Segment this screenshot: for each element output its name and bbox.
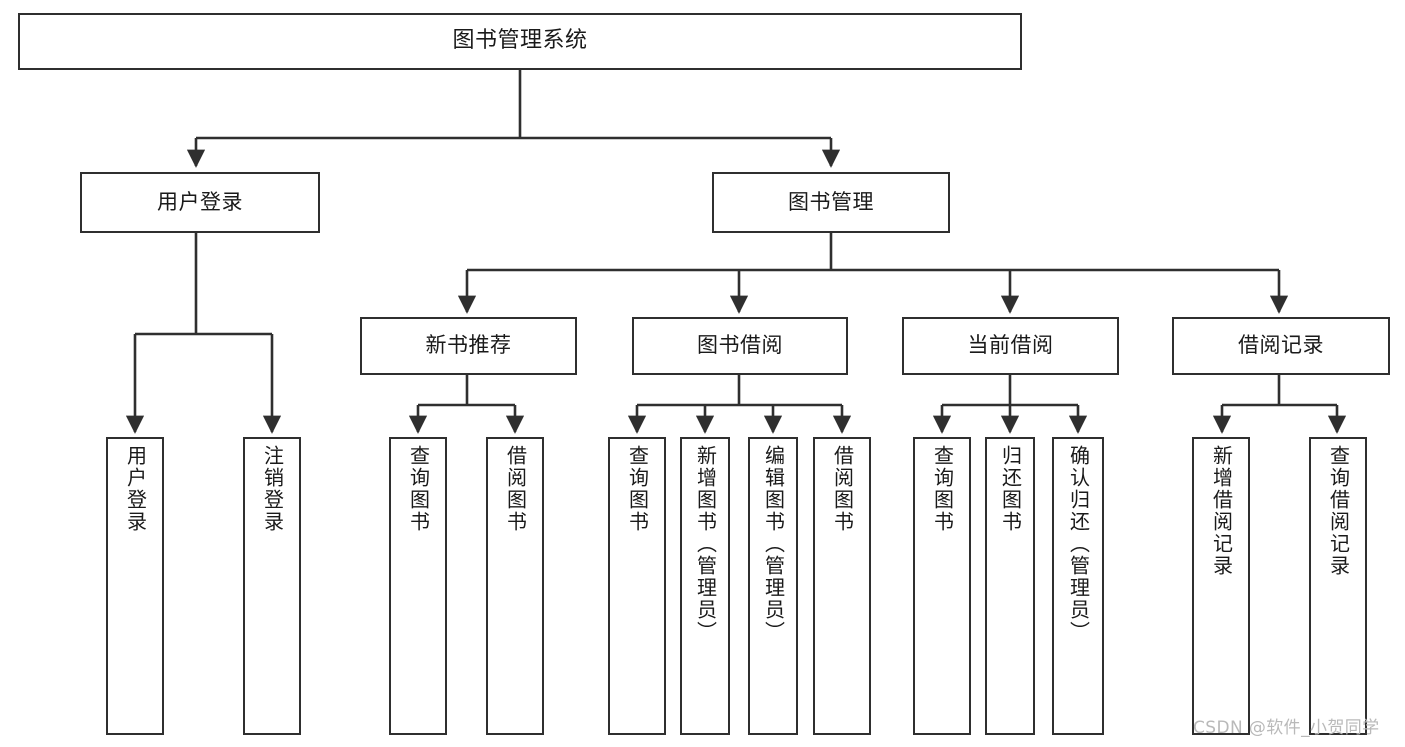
leaf-user-logout[interactable]: 注销登录 xyxy=(243,437,301,735)
node-user-login[interactable]: 用户登录 xyxy=(80,172,320,233)
leaf-borrow-add-book[interactable]: 新增图书（管理员） xyxy=(680,437,730,735)
node-label: 注销登录 xyxy=(260,445,285,533)
node-label: 图书借阅 xyxy=(697,333,783,358)
leaf-user-login[interactable]: 用户登录 xyxy=(106,437,164,735)
node-label: 查询图书 xyxy=(625,445,650,533)
node-book-management[interactable]: 图书管理 xyxy=(712,172,950,233)
node-label: 用户登录 xyxy=(123,445,148,533)
leaf-record-add[interactable]: 新增借阅记录 xyxy=(1192,437,1250,735)
leaf-borrow-edit-book[interactable]: 编辑图书（管理员） xyxy=(748,437,798,735)
leaf-current-confirm-return[interactable]: 确认归还（管理员） xyxy=(1052,437,1104,735)
leaf-current-query-book[interactable]: 查询图书 xyxy=(913,437,971,735)
leaf-borrow-query-book[interactable]: 查询图书 xyxy=(608,437,666,735)
node-label: 借阅图书 xyxy=(830,445,855,533)
node-label: 借阅记录 xyxy=(1238,333,1324,358)
node-current-borrow[interactable]: 当前借阅 xyxy=(902,317,1119,375)
leaf-new-book-query[interactable]: 查询图书 xyxy=(389,437,447,735)
node-label: 查询图书 xyxy=(406,445,431,533)
node-label: 新增借阅记录 xyxy=(1209,445,1234,577)
node-label: 归还图书 xyxy=(998,445,1023,533)
csdn-watermark: CSDN @软件_小贺同学 xyxy=(1193,718,1380,738)
node-label: 新书推荐 xyxy=(425,333,512,358)
node-label: 图书管理系统 xyxy=(452,28,588,54)
node-label: 借阅图书 xyxy=(503,445,528,533)
node-label: 用户登录 xyxy=(157,189,243,214)
node-label: 查询图书 xyxy=(930,445,955,533)
leaf-new-book-borrow[interactable]: 借阅图书 xyxy=(486,437,544,735)
node-label: 查询借阅记录 xyxy=(1326,445,1351,577)
node-label: 编辑图书（管理员） xyxy=(761,445,786,643)
leaf-record-query[interactable]: 查询借阅记录 xyxy=(1309,437,1367,735)
leaf-borrow-borrow-book[interactable]: 借阅图书 xyxy=(813,437,871,735)
node-book-borrow[interactable]: 图书借阅 xyxy=(632,317,848,375)
node-root-system[interactable]: 图书管理系统 xyxy=(18,13,1022,70)
node-label: 图书管理 xyxy=(788,189,874,214)
node-new-book-recommend[interactable]: 新书推荐 xyxy=(360,317,577,375)
node-label: 确认归还（管理员） xyxy=(1066,445,1091,643)
node-label: 当前借阅 xyxy=(967,333,1054,358)
node-label: 新增图书（管理员） xyxy=(693,445,718,643)
leaf-current-return-book[interactable]: 归还图书 xyxy=(985,437,1035,735)
node-borrow-record[interactable]: 借阅记录 xyxy=(1172,317,1390,375)
